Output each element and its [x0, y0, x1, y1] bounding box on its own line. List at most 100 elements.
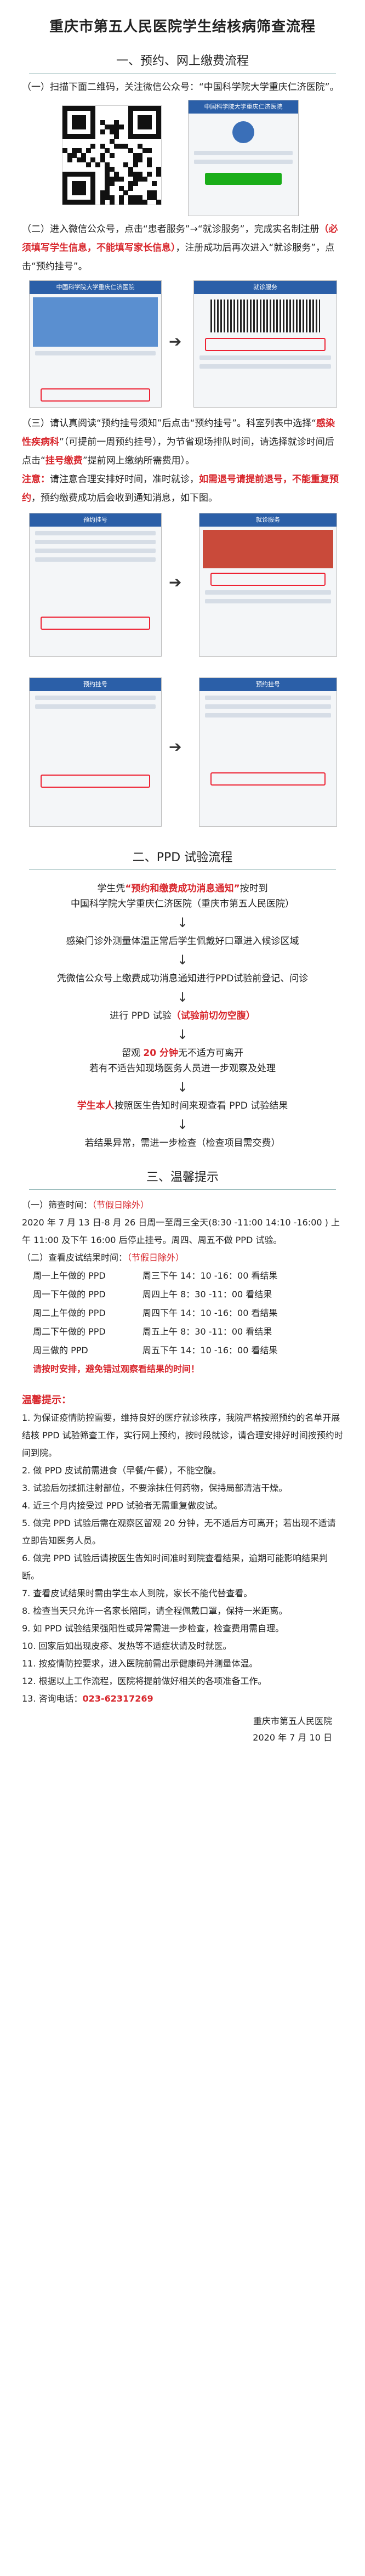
flow-step-1b: 中国科学院大学重庆仁济医院（重庆市第五人民医院） — [71, 899, 294, 909]
qr-module — [147, 162, 152, 167]
qr-module — [100, 157, 105, 163]
qr-module — [128, 200, 133, 205]
step3-pay: 挂号缴费 — [45, 455, 83, 466]
flow-step-1: 学生凭“预约和缴费成功消息通知”按时到 — [0, 881, 365, 896]
tip-item: 1. 为保证疫情防控需要，维持良好的医疗就诊秩序，我院严格按照预约的名单开展结核… — [22, 1413, 343, 1458]
placeholder-line — [35, 351, 156, 355]
highlight-box — [41, 617, 150, 630]
wechat-account-screenshot: 中国科学院大学重庆仁济医院 — [188, 100, 299, 216]
flow-6-red: 学生本人 — [77, 1100, 115, 1111]
qr-module — [90, 120, 96, 125]
section3-heading: 三、温馨提示 — [146, 1171, 219, 1184]
flow-step-5b: 若有不适告知现场医务人员进一步观察及处理 — [89, 1063, 276, 1074]
placeholder-line — [199, 364, 331, 369]
qr-module — [142, 106, 147, 111]
step2-warning: （必须填写学生信息，不能填写家长信息） — [22, 224, 338, 253]
qr-module — [105, 181, 110, 187]
qr-module — [62, 134, 67, 139]
qr-module — [62, 185, 67, 191]
qr-module — [147, 172, 152, 177]
tip-item: 11. 按疫情防控要求，进入医院前需出示健康码并测量体温。 — [22, 1658, 258, 1669]
qr-module — [67, 157, 72, 163]
qr-module — [133, 195, 138, 200]
qr-module — [109, 129, 115, 134]
schedule-day: 周一下午做的 PPD — [33, 1289, 106, 1300]
qr-module — [90, 110, 96, 116]
qr-module — [114, 120, 119, 125]
qr-module — [133, 106, 138, 111]
qr-module — [90, 176, 96, 182]
contact-label: 13. 咨询电话： — [22, 1693, 83, 1704]
qr-module — [114, 176, 119, 182]
qr-module — [128, 106, 133, 111]
service-screenshot: 就诊服务 — [193, 280, 337, 408]
qr-module — [85, 162, 91, 167]
qr-module — [138, 172, 143, 177]
qr-module — [138, 106, 143, 111]
placeholder-line — [35, 531, 156, 535]
placeholder-line — [205, 713, 331, 718]
qr-module — [72, 148, 77, 154]
qr-module — [109, 125, 115, 130]
qr-module — [85, 148, 91, 154]
qr-module — [123, 143, 129, 149]
screening-time-heading: （一）筛查时间：（节假日除外） — [0, 1196, 365, 1214]
placeholder-line — [205, 704, 331, 709]
qr-module — [133, 134, 138, 139]
qr-module — [76, 185, 82, 191]
flow-6b: 按照医生告知时间来现查看 PPD 试验结果 — [114, 1100, 288, 1111]
qr-module — [62, 172, 67, 177]
qr-module — [72, 185, 77, 191]
qr-module — [90, 106, 96, 111]
qr-module — [118, 143, 124, 149]
tip-item: 7. 查看皮试结果时需由学生本人到院，家长不能代替查看。 — [22, 1588, 253, 1598]
qr-module — [114, 143, 119, 149]
qr-module — [118, 185, 124, 191]
flow-1a: 学生凭 — [97, 883, 126, 894]
qr-module — [76, 106, 82, 111]
step3-text: （三）请认真阅读“预约挂号须知”后点击“预约挂号”。科室列表中选择“感染性疾病科… — [0, 414, 365, 470]
contact-phone[interactable]: 023-62317269 — [82, 1693, 153, 1704]
qr-module — [133, 162, 138, 167]
qr-module — [156, 172, 162, 177]
view-time-heading: （二）查看皮试结果时间：（节假日除外） — [0, 1249, 365, 1267]
qr-module — [128, 125, 133, 130]
qr-module — [128, 195, 133, 200]
qr-module — [81, 120, 87, 125]
qr-module — [81, 115, 87, 121]
qr-module — [81, 200, 87, 205]
qr-module — [62, 176, 67, 182]
placeholder-line — [194, 160, 293, 164]
view-heading: （二）查看皮试结果时间： — [22, 1252, 128, 1263]
qr-module — [133, 172, 138, 177]
down-arrow-icon: ↓ — [176, 1080, 189, 1095]
qr-module — [105, 148, 110, 154]
qr-module — [118, 125, 124, 130]
banner-image — [33, 297, 158, 347]
menu-screenshot: 中国科学院大学重庆仁济医院 — [29, 280, 162, 408]
qr-module — [67, 152, 72, 158]
qr-module — [62, 129, 67, 134]
qr-module — [72, 120, 77, 125]
note-warning: 如需退号请提前退号，不能重复预约 — [22, 474, 339, 504]
qr-module — [147, 120, 152, 125]
qr-module — [128, 185, 133, 191]
notice-screenshot: 预约挂号 — [29, 513, 162, 657]
qr-module — [138, 143, 143, 149]
qr-module — [128, 181, 133, 187]
arrow-icon: ➔ — [169, 573, 182, 591]
step3-text-c: ”提前网上缴纳所需费用）。 — [82, 455, 195, 466]
flow-4-red: （试验前切勿空腹） — [171, 1010, 255, 1021]
qr-module — [100, 200, 105, 205]
step1-images: 中国科学院大学重庆仁济医院 — [24, 100, 341, 218]
qr-module — [67, 200, 72, 205]
qr-module — [62, 106, 67, 111]
qr-module — [62, 200, 67, 205]
qr-module — [138, 120, 143, 125]
qr-module — [62, 190, 67, 196]
qr-module — [62, 125, 67, 130]
qr-module — [142, 148, 147, 154]
